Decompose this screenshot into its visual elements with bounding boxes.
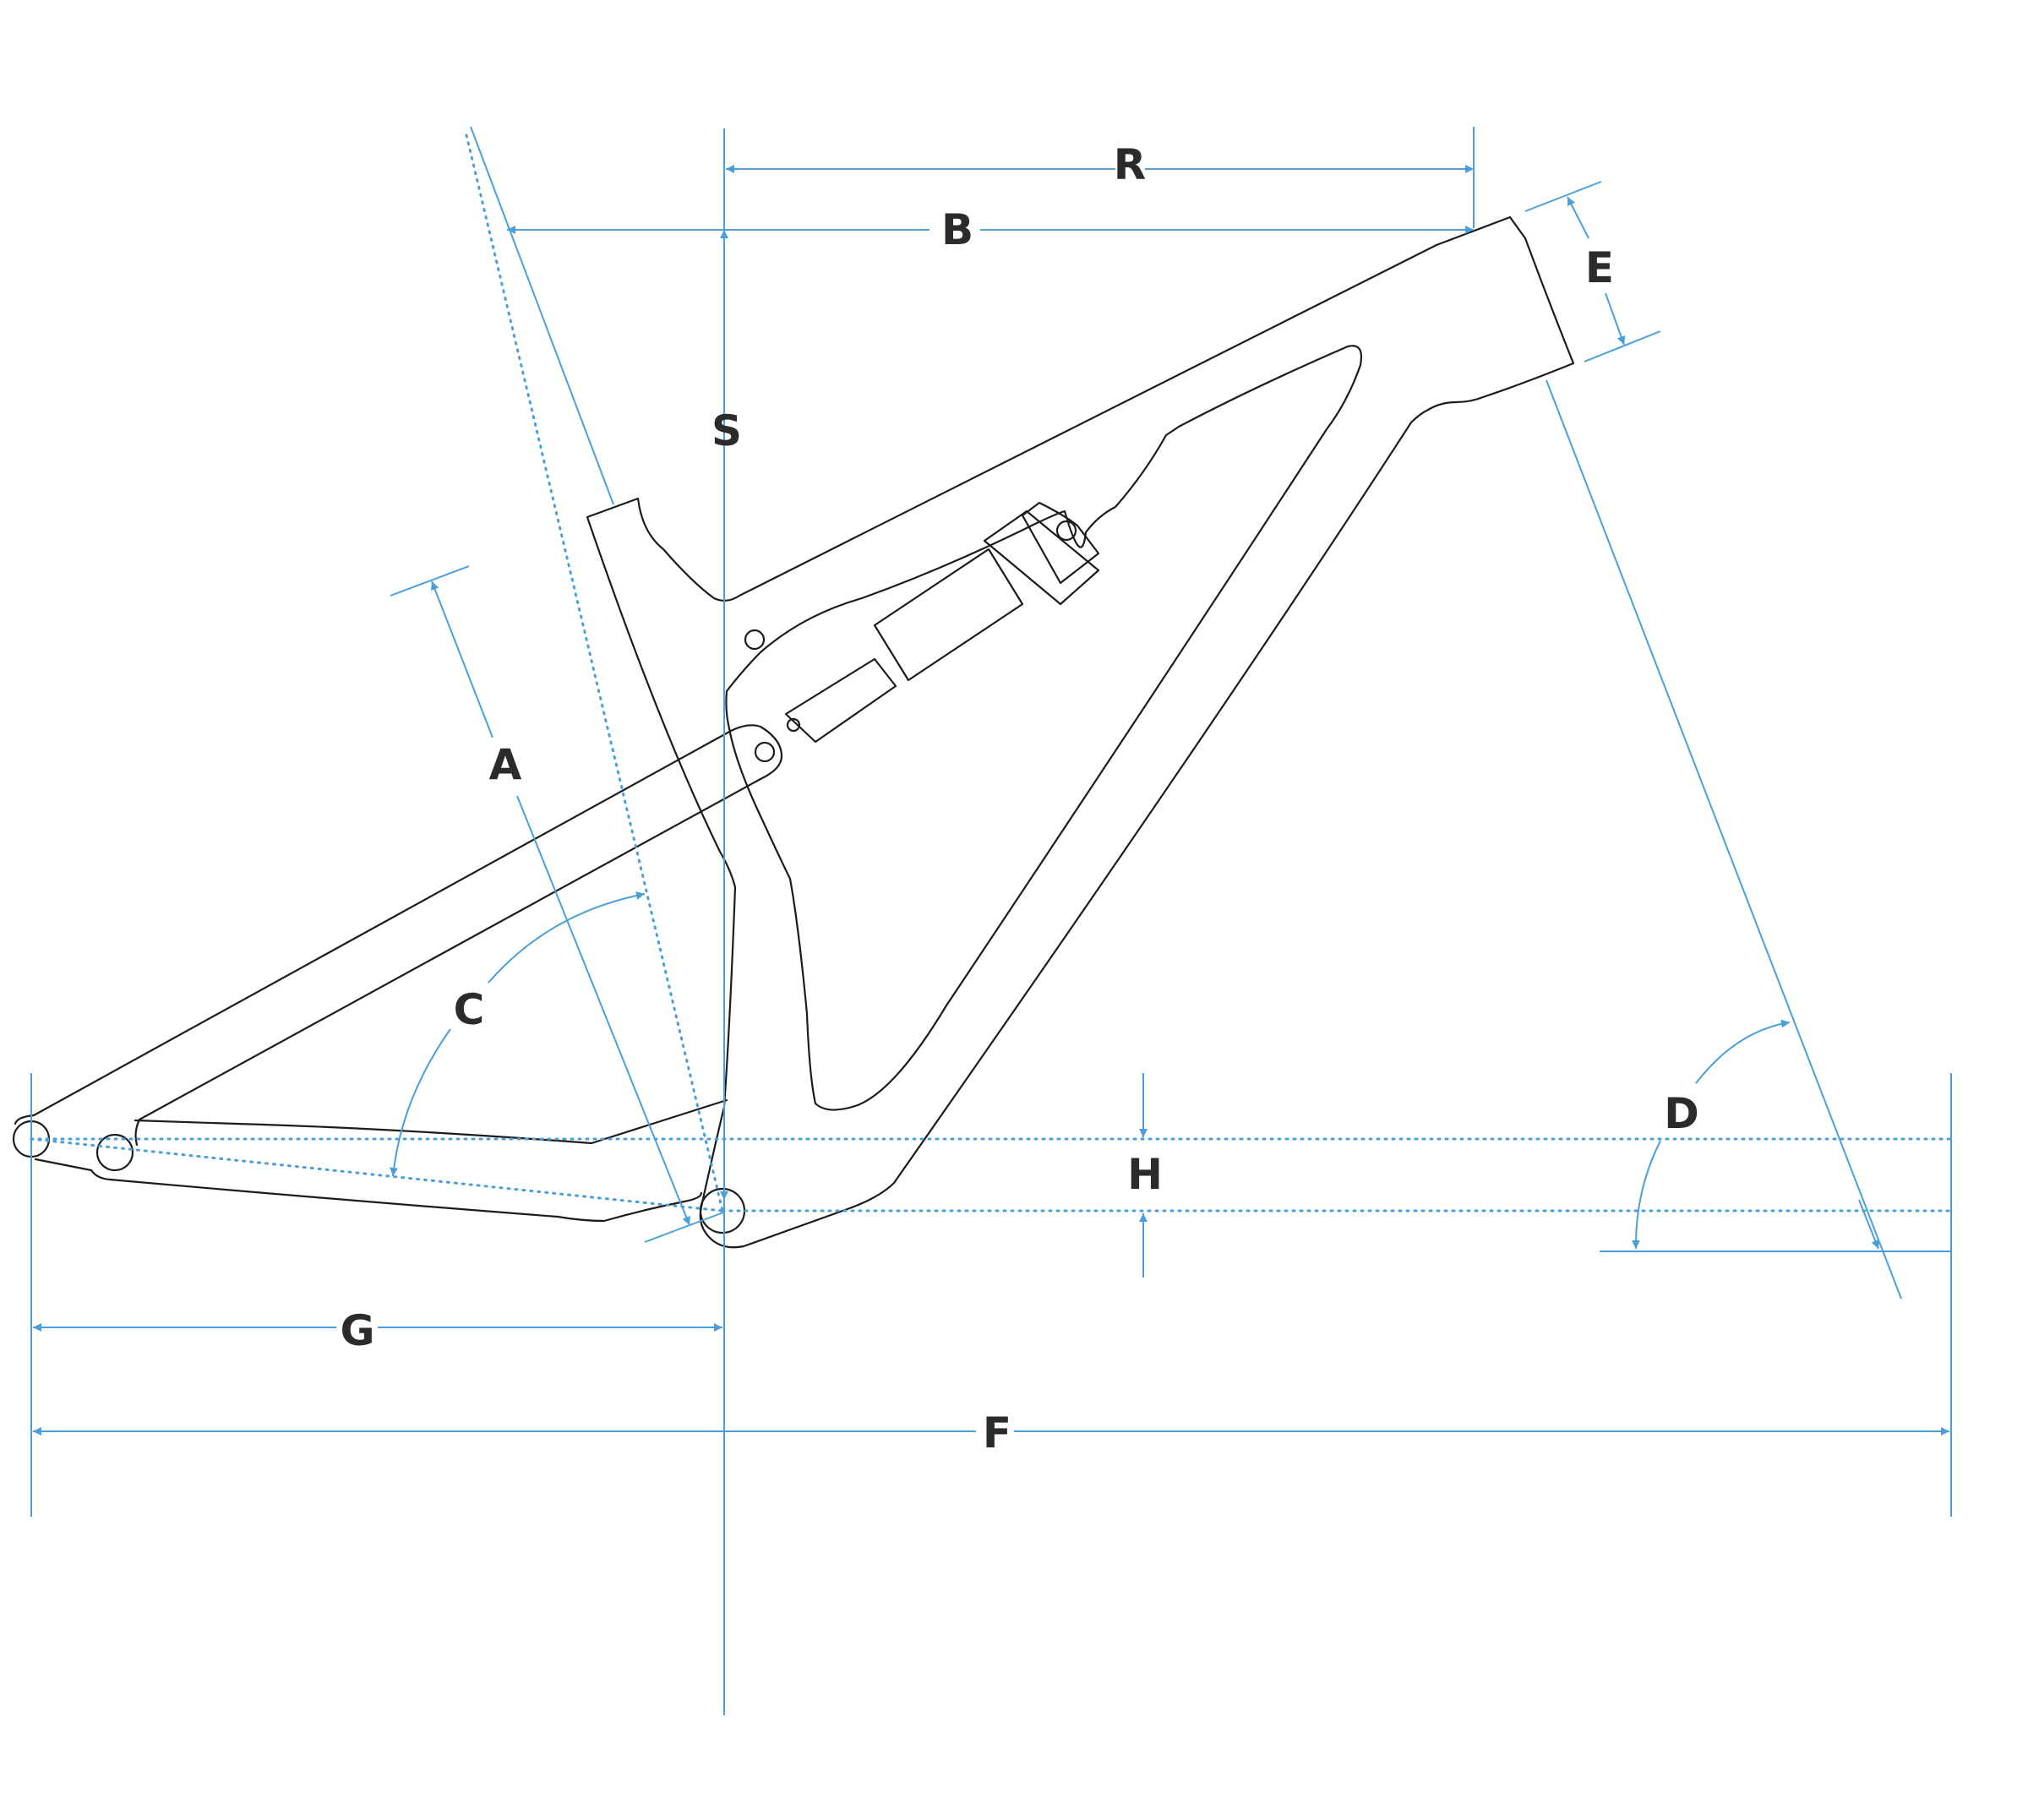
front-triangle-outline xyxy=(586,215,1575,1249)
shock-reservoir xyxy=(983,509,1100,606)
chainstay-top-edge xyxy=(134,1098,728,1145)
label-D: D xyxy=(1664,1089,1699,1138)
label-A: A xyxy=(489,740,522,789)
frame-drawing xyxy=(12,215,1575,1249)
a-bottom-tick xyxy=(644,1212,724,1243)
seat-tube-axis-ext xyxy=(470,126,614,505)
front-triangle-cutout xyxy=(725,345,1363,1111)
shock-head xyxy=(1021,501,1100,585)
label-G: G xyxy=(340,1306,374,1355)
rear-pivot-circle xyxy=(95,1133,134,1172)
dimension-labels: R B E S A C D H G F xyxy=(340,140,1698,1458)
dimension-lines xyxy=(30,126,1953,1715)
shock-mount-circle xyxy=(1055,520,1077,542)
chainstay xyxy=(34,1158,703,1223)
a-top-tick xyxy=(390,565,470,597)
chainstay-line xyxy=(30,1137,724,1212)
frame-pivot-circle xyxy=(744,629,766,651)
shock-shaft xyxy=(784,657,897,744)
arc-D-lower xyxy=(1631,1140,1661,1250)
dim-E-up xyxy=(1567,196,1589,239)
dim-A-up xyxy=(430,580,493,738)
shock-body xyxy=(873,548,1024,682)
arc-D-upper xyxy=(1695,1019,1791,1084)
arc-C-lower xyxy=(390,1028,451,1177)
rear-shock xyxy=(784,501,1100,744)
label-C: C xyxy=(454,985,485,1034)
shock-eyelet-circle xyxy=(786,717,801,733)
rocker-pivot-circle xyxy=(754,741,776,763)
head-tube-axis-ext xyxy=(1546,379,1902,1300)
label-B: B xyxy=(941,205,973,254)
arc-C-upper xyxy=(488,891,646,984)
head-tube-bottom-tick xyxy=(1584,330,1661,362)
dim-E-down xyxy=(1605,292,1626,346)
seatstay-upper xyxy=(14,724,783,1147)
label-F: F xyxy=(983,1409,1011,1458)
head-tube-top-tick xyxy=(1524,181,1602,212)
effective-seat-axis xyxy=(465,134,724,1212)
dim-A-down xyxy=(516,795,690,1226)
label-E: E xyxy=(1585,243,1614,292)
label-S: S xyxy=(711,406,742,455)
label-H: H xyxy=(1127,1150,1163,1199)
dim-D-ht-arrow xyxy=(1858,1199,1879,1250)
label-R: R xyxy=(1114,140,1147,189)
